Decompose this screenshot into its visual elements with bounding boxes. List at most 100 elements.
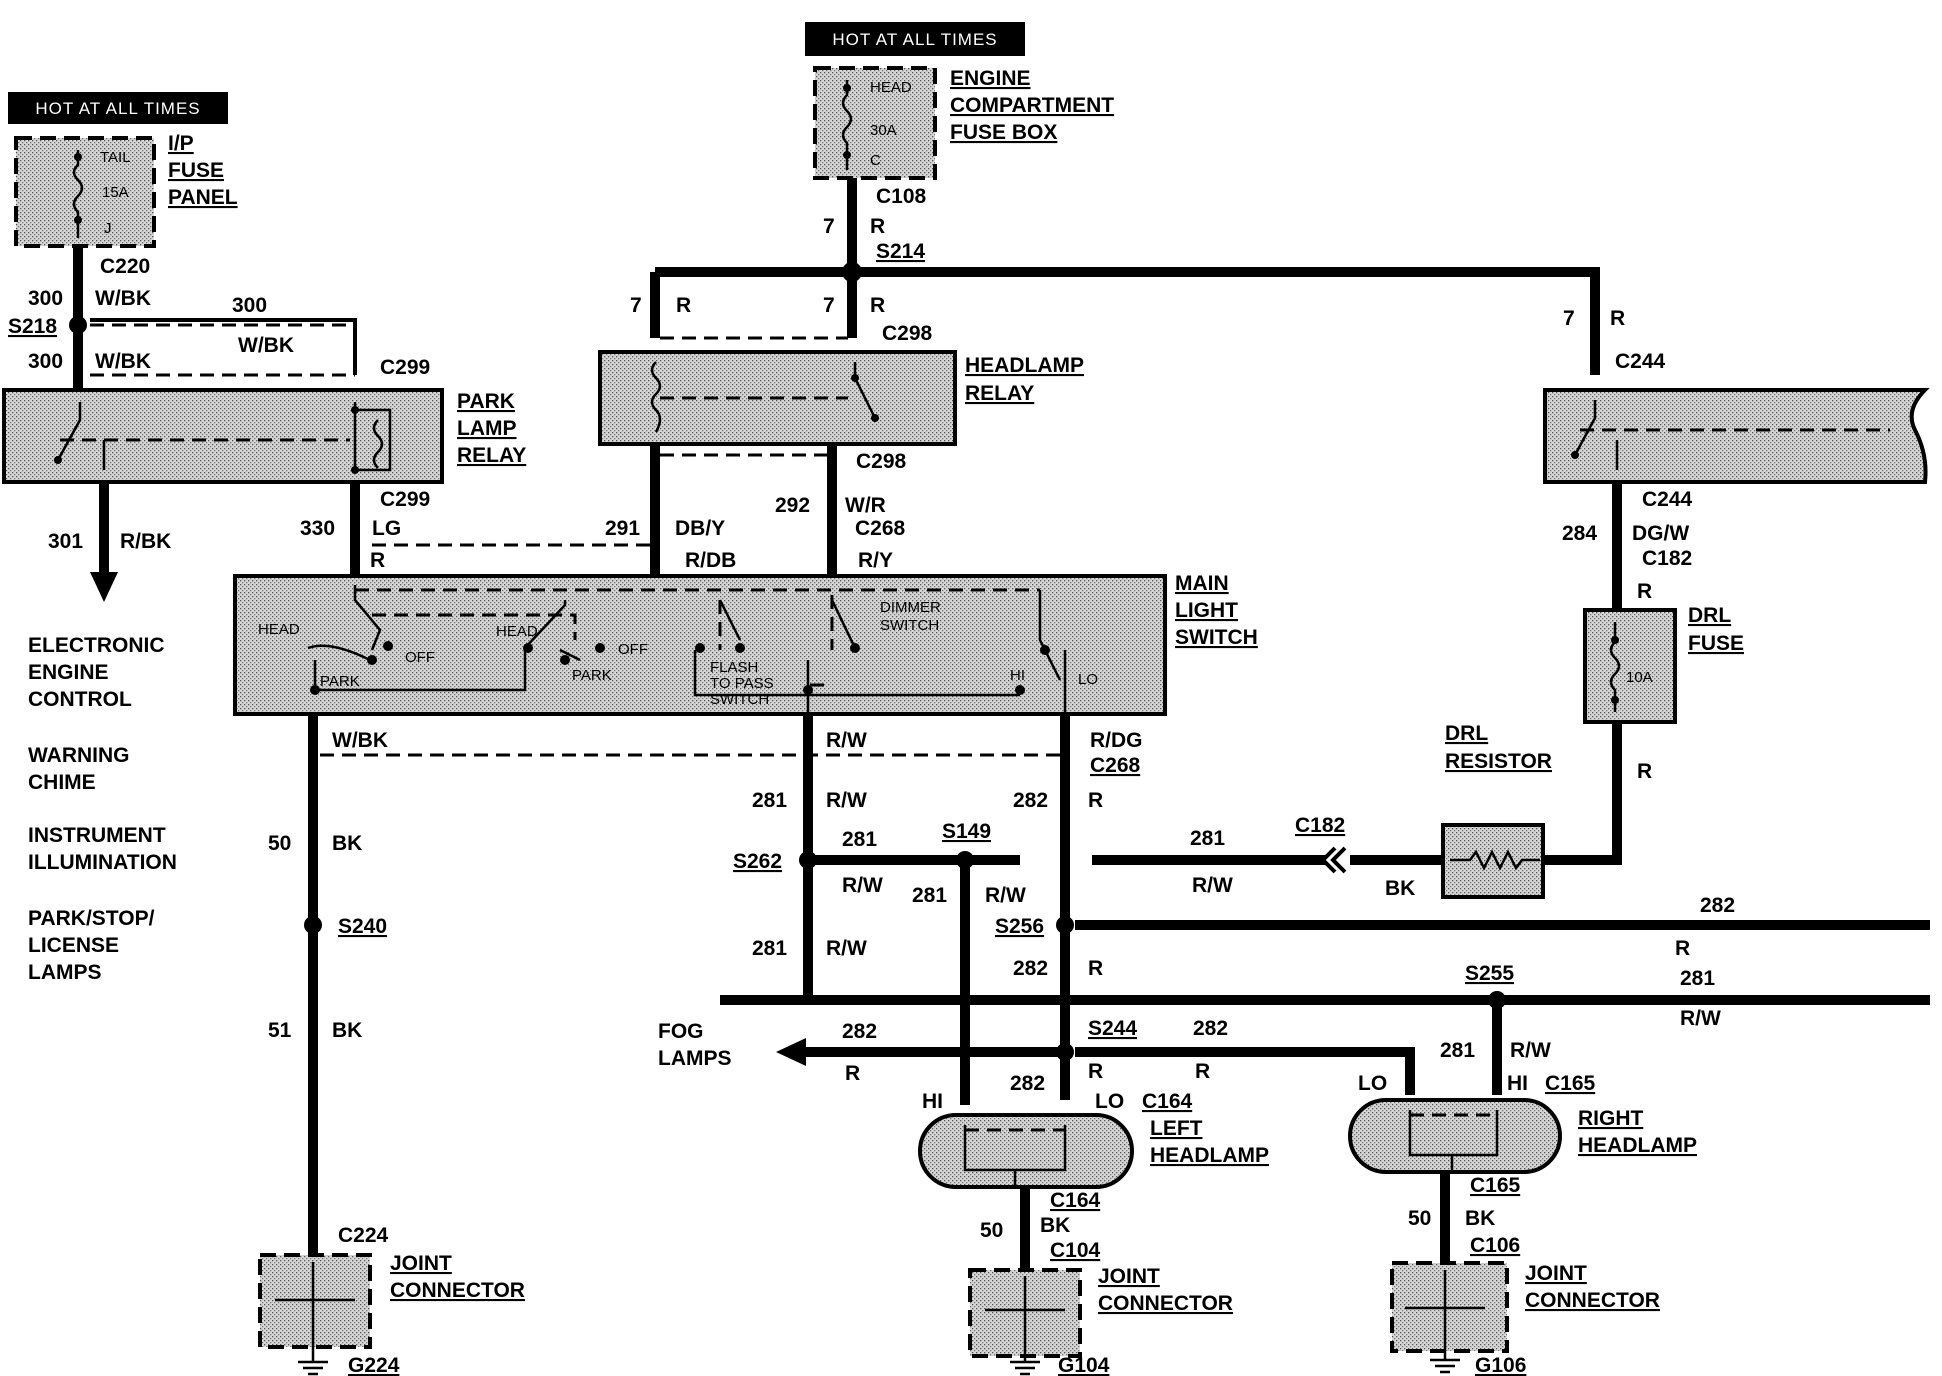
svg-text:DIMMER: DIMMER [880, 599, 941, 616]
svg-text:301: 301 [48, 530, 83, 553]
svg-text:R/W: R/W [1680, 1007, 1721, 1030]
svg-text:BK: BK [1040, 1214, 1070, 1237]
svg-text:C182: C182 [1295, 814, 1345, 837]
svg-text:C182: C182 [1642, 547, 1692, 570]
joint-connector-g224 [258, 1253, 372, 1376]
svg-text:7: 7 [823, 294, 835, 317]
svg-text:JOINT: JOINT [1525, 1262, 1587, 1285]
svg-text:LAMP: LAMP [457, 417, 517, 440]
svg-text:S255: S255 [1465, 962, 1514, 985]
svg-text:DB/Y: DB/Y [675, 517, 725, 540]
svg-text:R: R [870, 294, 885, 317]
svg-text:S240: S240 [338, 915, 387, 938]
svg-text:HEAD: HEAD [496, 623, 538, 640]
svg-text:15A: 15A [102, 184, 129, 201]
svg-text:282: 282 [1193, 1017, 1228, 1040]
splice-s240 [304, 916, 322, 934]
ip-fuse-panel: TAIL 15A J [14, 136, 156, 248]
splice-s262 [799, 851, 817, 869]
hot-label-engine: HOT AT ALL TIMES [805, 22, 1025, 56]
svg-text:TO PASS: TO PASS [710, 675, 774, 692]
svg-text:PARK: PARK [457, 390, 515, 413]
left-headlamp [918, 1113, 1134, 1189]
svg-text:C104: C104 [1050, 1239, 1101, 1262]
svg-text:W/BK: W/BK [95, 287, 151, 310]
svg-text:C268: C268 [1090, 754, 1141, 777]
drl-fuse: 10A [1583, 608, 1677, 724]
svg-text:PARK: PARK [320, 673, 360, 690]
svg-text:291: 291 [605, 517, 640, 540]
svg-text:ENGINE: ENGINE [28, 661, 109, 684]
svg-text:LO: LO [1095, 1090, 1124, 1113]
svg-text:RELAY: RELAY [457, 444, 526, 467]
svg-text:284: 284 [1562, 522, 1597, 545]
svg-text:C224: C224 [338, 1224, 389, 1247]
svg-text:30A: 30A [870, 122, 897, 139]
svg-text:HI: HI [1010, 667, 1025, 684]
svg-text:281: 281 [1440, 1039, 1475, 1062]
headlamp-relay [598, 350, 957, 446]
svg-text:330: 330 [300, 517, 335, 540]
svg-text:G104: G104 [1058, 1354, 1110, 1376]
svg-text:R: R [1637, 760, 1652, 783]
svg-text:R/BK: R/BK [120, 530, 171, 553]
engine-compartment-fuse-box: HEAD 30A C [813, 66, 937, 180]
svg-text:LG: LG [372, 517, 401, 540]
svg-text:R/DB: R/DB [685, 549, 736, 572]
splice-s244 [1056, 1043, 1074, 1061]
svg-text:7: 7 [823, 215, 835, 238]
svg-text:HI: HI [1507, 1072, 1528, 1095]
svg-text:282: 282 [842, 1020, 877, 1043]
svg-text:282: 282 [1013, 957, 1048, 980]
svg-text:R: R [845, 1062, 860, 1085]
svg-text:J: J [104, 220, 112, 237]
svg-text:W/R: W/R [845, 494, 886, 517]
svg-text:282: 282 [1010, 1072, 1045, 1095]
joint-connector-g106 [1390, 1261, 1509, 1374]
svg-text:C165: C165 [1545, 1072, 1596, 1095]
svg-text:C106: C106 [1470, 1234, 1520, 1257]
svg-text:SWITCH: SWITCH [710, 691, 769, 708]
svg-text:HEADLAMP: HEADLAMP [1150, 1144, 1269, 1167]
svg-text:COMPARTMENT: COMPARTMENT [950, 94, 1114, 117]
svg-text:BK: BK [332, 1019, 362, 1042]
svg-text:S218: S218 [8, 315, 57, 338]
svg-text:C268: C268 [855, 517, 906, 540]
svg-text:CHIME: CHIME [28, 771, 96, 794]
svg-text:S244: S244 [1088, 1017, 1137, 1040]
svg-text:281: 281 [752, 937, 787, 960]
svg-text:TAIL: TAIL [100, 149, 131, 166]
svg-text:FUSE: FUSE [1688, 632, 1744, 655]
svg-text:R: R [676, 294, 691, 317]
svg-text:C298: C298 [882, 322, 933, 345]
svg-text:R: R [870, 215, 885, 238]
svg-text:BK: BK [332, 832, 362, 855]
svg-text:ENGINE: ENGINE [950, 67, 1031, 90]
svg-text:C220: C220 [100, 255, 150, 278]
svg-text:C299: C299 [380, 356, 430, 379]
svg-text:SWITCH: SWITCH [1175, 626, 1258, 649]
svg-text:WARNING: WARNING [28, 744, 130, 767]
svg-text:R/W: R/W [826, 937, 867, 960]
svg-text:S149: S149 [942, 820, 991, 843]
svg-text:PARK: PARK [572, 667, 612, 684]
svg-text:R: R [1088, 1060, 1103, 1083]
svg-text:C164: C164 [1050, 1189, 1101, 1212]
svg-text:W/BK: W/BK [95, 350, 151, 373]
svg-text:RIGHT: RIGHT [1578, 1107, 1644, 1130]
svg-text:51: 51 [268, 1019, 292, 1042]
svg-text:282: 282 [1013, 789, 1048, 812]
svg-text:HOT AT ALL TIMES: HOT AT ALL TIMES [832, 30, 997, 49]
svg-text:7: 7 [630, 294, 642, 317]
svg-text:LO: LO [1078, 671, 1098, 688]
svg-text:C108: C108 [876, 185, 927, 208]
svg-text:HEAD: HEAD [258, 621, 300, 638]
svg-text:HOT AT ALL TIMES: HOT AT ALL TIMES [35, 99, 200, 118]
svg-text:RELAY: RELAY [965, 382, 1034, 405]
svg-text:R/W: R/W [826, 789, 867, 812]
svg-text:CONNECTOR: CONNECTOR [1098, 1292, 1233, 1315]
svg-text:R/W: R/W [985, 884, 1026, 907]
right-headlamp [1348, 1098, 1562, 1174]
svg-text:C244: C244 [1615, 350, 1666, 373]
svg-text:PANEL: PANEL [168, 186, 238, 209]
